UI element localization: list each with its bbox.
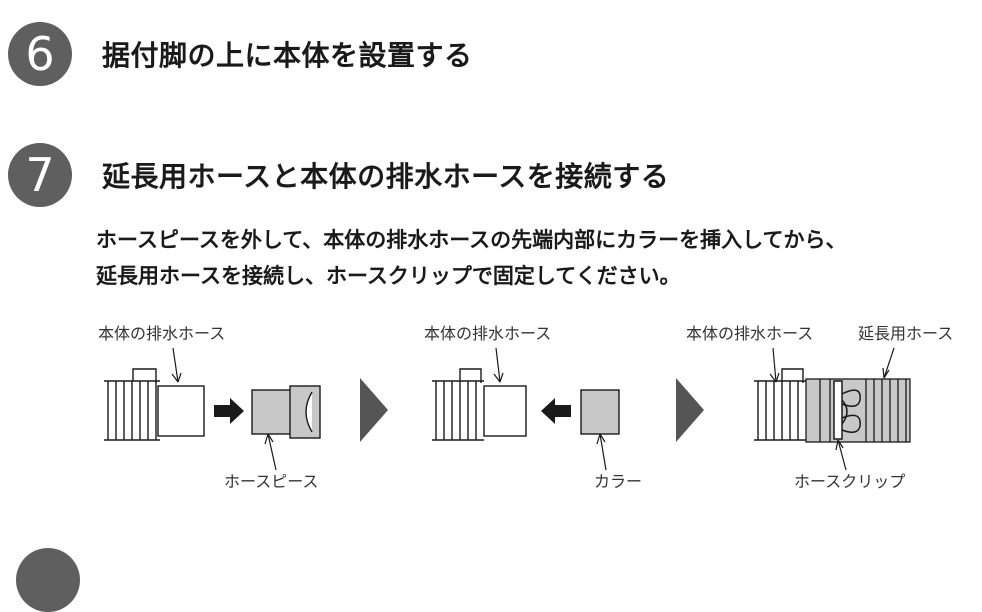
step-number-badge: 7 <box>8 143 72 207</box>
extension-hose-illustration <box>805 378 911 443</box>
leader-line <box>172 347 179 383</box>
leader-arrowhead <box>171 372 182 383</box>
leader-line <box>837 439 847 471</box>
panel-connect-extension <box>754 347 911 471</box>
leader-arrowhead <box>882 367 890 379</box>
hose-piece-illustration <box>251 385 321 439</box>
collar-illustration <box>580 389 620 435</box>
label-hose-piece: ホースピース <box>224 472 318 491</box>
left-arrow-icon <box>541 398 571 424</box>
next-step-badge <box>16 548 80 612</box>
leader-line <box>772 347 777 383</box>
leader-line <box>267 433 277 471</box>
right-arrow-icon <box>214 398 244 424</box>
label-drain-hose: 本体の排水ホース <box>686 324 813 343</box>
description-line: ホースピースを外して、本体の排水ホースの先端内部にカラーを挿入してから、 <box>96 228 847 252</box>
hose-clip-illustration <box>833 380 861 440</box>
leader-arrowhead <box>264 433 274 445</box>
description-line: 延長用ホースを接続し、ホースクリップで固定してください。 <box>96 264 681 288</box>
panel-insert-collar <box>432 347 620 471</box>
label-drain-hose: 本体の排水ホース <box>98 324 225 343</box>
step-number-badge: 6 <box>8 22 72 86</box>
label-hose-clip: ホースクリップ <box>794 472 905 491</box>
step-7: 7 延長用ホースと本体の排水ホースを接続する <box>8 143 669 207</box>
label-collar: カラー <box>594 472 642 491</box>
label-extension-hose: 延長用ホース <box>858 324 953 343</box>
leader-arrowhead <box>596 433 606 445</box>
step-title: 延長用ホースと本体の排水ホースを接続する <box>102 160 670 193</box>
leader-line <box>599 433 607 471</box>
drain-hose-illustration <box>104 368 205 441</box>
step-6: 6 据付脚の上に本体を設置する <box>8 22 473 86</box>
chevron-right-icon <box>360 378 388 442</box>
leader-line <box>495 347 501 383</box>
chevron-right-icon <box>676 378 704 442</box>
drain-hose-illustration <box>432 368 527 441</box>
step-description: ホースピースを外して、本体の排水ホースの先端内部にカラーを挿入してから、 延長用… <box>96 222 966 294</box>
label-drain-hose: 本体の排水ホース <box>424 324 551 343</box>
leader-arrowhead <box>835 439 844 451</box>
panel-remove-hose-piece <box>104 347 321 471</box>
leader-arrowhead <box>493 372 504 383</box>
hose-connection-diagram: 本体の排水ホース ホースピース 本体の排水ホース カラー <box>98 324 953 491</box>
leader-arrowhead <box>769 372 780 383</box>
drain-hose-illustration <box>754 368 806 441</box>
leader-line <box>883 347 895 379</box>
step-title: 据付脚の上に本体を設置する <box>102 39 473 72</box>
